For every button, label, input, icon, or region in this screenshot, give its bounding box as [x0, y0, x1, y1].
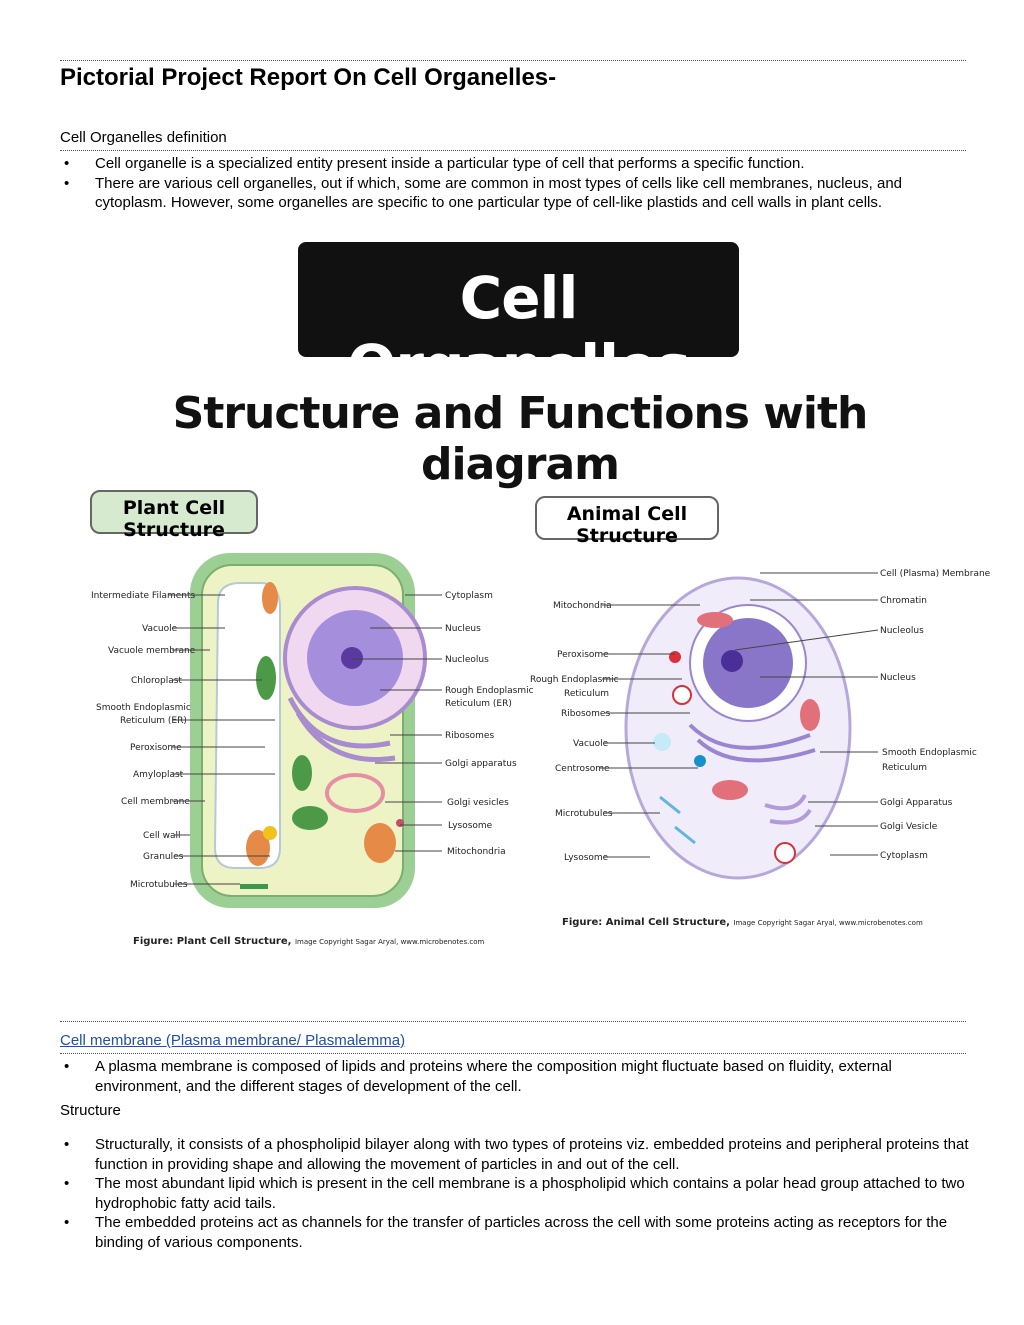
- vacuole-shape: [213, 582, 281, 869]
- plant-label: Reticulum (ER): [445, 699, 512, 709]
- section-divider: [60, 1053, 966, 1054]
- animal-label: Cell (Plasma) Membrane: [880, 569, 991, 579]
- section-divider: [60, 150, 966, 151]
- list-item: •Structurally, it consists of a phosphol…: [64, 1136, 969, 1173]
- section-heading-definition: Cell Organelles definition: [60, 129, 227, 146]
- animal-label: Chromatin: [880, 596, 928, 606]
- figure-banner: Cell Organelles: [298, 242, 739, 400]
- list-item: •The most abundant lipid which is presen…: [64, 1175, 965, 1212]
- list-item: •The embedded proteins act as channels f…: [64, 1214, 948, 1251]
- plant-label: Reticulum (ER): [120, 716, 187, 726]
- banner-title: Cell Organelles: [347, 264, 691, 400]
- top-divider: [60, 60, 966, 61]
- chloroplast-shape: [256, 656, 276, 700]
- chromatin-shape: [703, 618, 793, 708]
- animal-label: Microtubules: [555, 809, 613, 819]
- plant-label: Rough Endoplasmic: [445, 686, 534, 696]
- plant-label: Cell membrane: [121, 797, 190, 807]
- plant-label: Amyloplast: [133, 770, 184, 780]
- nucleolus-shape: [341, 647, 363, 669]
- plant-label: Smooth Endoplasmic: [96, 703, 191, 713]
- animal-figure-caption: Figure: Animal Cell Structure, Image Cop…: [562, 917, 923, 928]
- animal-label: Reticulum: [882, 763, 928, 773]
- animal-label: Lysosome: [564, 853, 609, 863]
- figure-subtitle: Structure and Functions with diagram: [172, 388, 869, 490]
- animal-label: Peroxisome: [557, 650, 609, 660]
- structure-bullets: •Structurally, it consists of a phosphol…: [60, 1135, 970, 1252]
- membrane-bullets: •A plasma membrane is composed of lipids…: [60, 1057, 970, 1096]
- plant-label: Vacuole: [142, 624, 178, 634]
- plant-label: Ribosomes: [445, 731, 495, 741]
- plant-label: Peroxisome: [130, 743, 182, 753]
- animal-label: Rough Endoplasmic: [530, 675, 619, 685]
- animal-label: Golgi Vesicle: [880, 822, 938, 832]
- animal-label: Smooth Endoplasmic: [882, 748, 977, 758]
- plant-label: Granules: [143, 852, 184, 862]
- plant-label: Nucleus: [445, 624, 481, 634]
- section-divider: [60, 1021, 966, 1022]
- plant-label: Lysosome: [448, 821, 493, 831]
- animal-label: Cytoplasm: [880, 851, 928, 861]
- list-item: •There are various cell organelles, out …: [64, 174, 903, 212]
- list-item: •Cell organelle is a specialized entity …: [64, 155, 805, 172]
- animal-label: Golgi Apparatus: [880, 798, 953, 808]
- definition-bullets: •Cell organelle is a specialized entity …: [60, 154, 970, 213]
- animal-label: Reticulum: [564, 689, 610, 699]
- plant-label: Microtubules: [130, 880, 188, 890]
- nucleolus-shape: [721, 650, 743, 672]
- plant-cell-heading: Plant Cell Structure: [90, 490, 258, 541]
- plant-label: Intermediate Filaments: [91, 591, 196, 601]
- animal-cell-heading: Animal Cell Structure: [535, 496, 719, 547]
- mitochondria-shape: [246, 830, 270, 866]
- animal-label: Centrosome: [555, 764, 610, 774]
- animal-leader-lines: [600, 572, 879, 858]
- animal-label: Nucleus: [880, 673, 916, 683]
- plant-label: Golgi vesicles: [447, 798, 509, 808]
- plant-leader-lines: [168, 594, 442, 885]
- plant-label: Mitochondria: [447, 847, 506, 857]
- animal-label: Ribosomes: [561, 709, 611, 719]
- plant-label: Nucleolus: [445, 655, 489, 665]
- page-title: Pictorial Project Report On Cell Organel…: [60, 64, 557, 91]
- animal-label: Nucleolus: [880, 626, 924, 636]
- plant-figure-caption: Figure: Plant Cell Structure, Image Copy…: [133, 936, 485, 947]
- golgi-shape: [325, 773, 385, 813]
- plant-label: Cytoplasm: [445, 591, 493, 601]
- animal-label: Vacuole: [573, 739, 609, 749]
- plant-label: Vacuole membrane: [108, 646, 196, 656]
- cell-membrane-heading-link[interactable]: Cell membrane (Plasma membrane/ Plasmale…: [60, 1032, 406, 1049]
- plant-label: Golgi apparatus: [445, 759, 517, 769]
- list-item: •A plasma membrane is composed of lipids…: [64, 1058, 892, 1095]
- plant-label: Cell wall: [143, 831, 181, 841]
- animal-label: Mitochondria: [553, 601, 612, 611]
- plant-cell-diagram: [190, 553, 427, 908]
- animal-cell-diagram: [624, 576, 852, 880]
- plant-label: Chloroplast: [131, 676, 182, 686]
- structure-label: Structure: [60, 1102, 121, 1119]
- golgi-shape: [764, 793, 807, 811]
